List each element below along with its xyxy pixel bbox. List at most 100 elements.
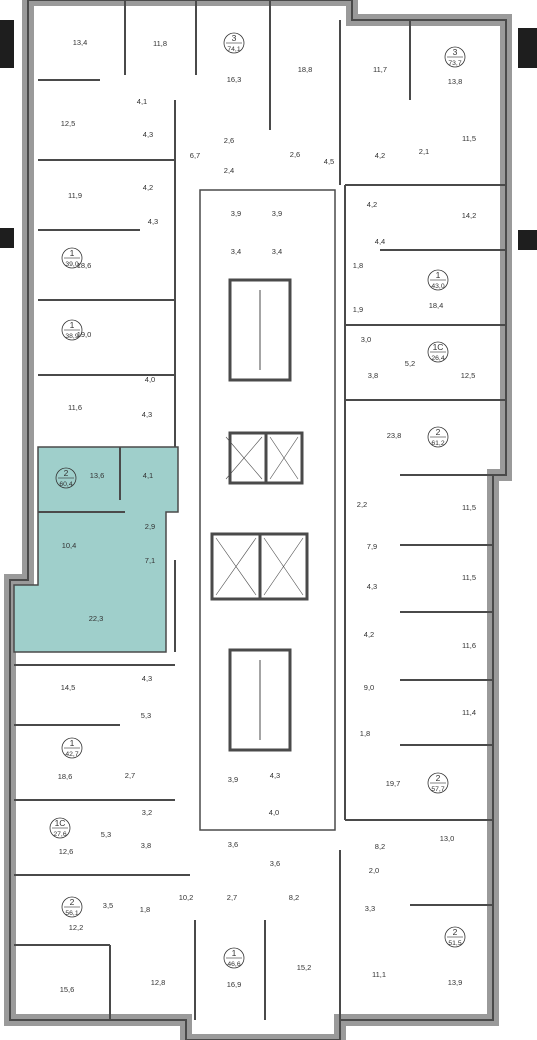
room-area: 15,6	[60, 985, 75, 994]
room-area: 11,5	[462, 503, 476, 512]
room-area: 1,8	[140, 905, 150, 914]
room-area: 3,4	[231, 247, 241, 256]
room-area: 18,6	[58, 772, 73, 781]
room-area: 4,1	[137, 97, 147, 106]
room-area: 3,9	[231, 209, 241, 218]
room-area: 18,6	[77, 261, 92, 270]
apartment-badge[interactable]	[427, 426, 449, 448]
room-area: 1,9	[353, 305, 363, 314]
apartment-badge[interactable]	[427, 269, 449, 291]
room-area: 4,3	[142, 674, 152, 683]
apartment-badge[interactable]	[223, 947, 245, 969]
room-area: 2,6	[224, 136, 234, 145]
room-area: 11,5	[462, 573, 476, 582]
room-area: 11,4	[462, 708, 476, 717]
apartment-total-area: 43,0	[431, 283, 444, 290]
room-area: 1,8	[353, 261, 363, 270]
room-area: 4,3	[142, 410, 152, 419]
apartment-badge[interactable]	[427, 772, 449, 794]
room-area: 4,3	[270, 771, 280, 780]
apartment-badge[interactable]	[444, 46, 466, 68]
apartment-total-area: 74,1	[227, 46, 240, 53]
room-area: 2,2	[357, 500, 367, 509]
apartment-total-area: 73,7	[448, 60, 461, 67]
apartment-badge[interactable]	[61, 896, 83, 918]
room-area: 12,5	[61, 119, 76, 128]
room-area: 3,5	[103, 901, 113, 910]
room-area: 16,3	[227, 75, 242, 84]
apartment-rooms-count: 1С	[55, 818, 66, 828]
room-area: 3,0	[361, 335, 371, 344]
apartment-badge[interactable]	[427, 341, 449, 363]
room-area: 10,4	[62, 541, 77, 550]
apartment-badge[interactable]	[55, 467, 77, 489]
selected-apartment[interactable]	[13, 446, 179, 653]
room-area: 2,7	[125, 771, 135, 780]
room-area: 11,1	[372, 970, 386, 979]
apartment-total-area: 38,9	[65, 333, 78, 340]
apartment-badge[interactable]	[49, 817, 71, 839]
room-area: 2,6	[290, 150, 300, 159]
room-area: 5,2	[405, 359, 415, 368]
apartment-rooms-count: 2	[64, 468, 69, 478]
room-area: 4,2	[364, 630, 374, 639]
room-area: 14,2	[462, 211, 477, 220]
room-area: 3,8	[141, 841, 151, 850]
apartment-rooms-count: 2	[436, 773, 441, 783]
room-area: 3,4	[272, 247, 282, 256]
partition-walls	[14, 0, 506, 1020]
room-area: 4,2	[367, 200, 377, 209]
room-area: 13,0	[440, 834, 455, 843]
room-area: 4,5	[324, 157, 334, 166]
room-area: 11,5	[462, 134, 476, 143]
room-area: 4,1	[143, 471, 153, 480]
room-area: 14,5	[61, 683, 76, 692]
room-area: 2,1	[419, 147, 429, 156]
apartment-badge[interactable]	[61, 737, 83, 759]
room-area: 13,4	[73, 38, 88, 47]
room-area: 19,0	[77, 330, 92, 339]
apartment-rooms-count: 1	[70, 738, 75, 748]
apartment-total-area: 57,7	[431, 786, 444, 793]
room-area: 18,8	[298, 65, 313, 74]
room-area: 12,5	[461, 371, 476, 380]
apartment-rooms-count: 3	[232, 33, 237, 43]
room-area: 4,0	[269, 808, 279, 817]
room-area: 11,7	[373, 65, 387, 74]
apartment-rooms-count: 1С	[433, 342, 444, 352]
room-area: 23,8	[387, 431, 402, 440]
apartment-badge[interactable]	[444, 926, 466, 948]
apartment-rooms-count: 3	[453, 47, 458, 57]
room-area: 4,0	[145, 375, 155, 384]
room-area: 11,9	[68, 191, 82, 200]
apartment-total-area: 26,4	[431, 355, 444, 362]
room-area: 5,3	[141, 711, 151, 720]
room-area: 3,3	[365, 904, 375, 913]
room-area: 8,2	[289, 893, 299, 902]
room-area: 11,8	[153, 39, 167, 48]
apartment-rooms-count: 1	[70, 248, 75, 258]
room-area: 13,9	[448, 978, 463, 987]
room-area: 4,3	[148, 217, 158, 226]
room-area: 3,8	[368, 371, 378, 380]
core	[199, 189, 336, 831]
room-area: 4,3	[367, 582, 377, 591]
room-area: 2,4	[224, 166, 234, 175]
apartment-badge[interactable]	[61, 319, 83, 341]
room-area: 12,6	[59, 847, 74, 856]
room-area: 18,4	[429, 301, 444, 310]
room-area: 1,8	[360, 729, 370, 738]
apartment-total-area: 39,0	[65, 261, 78, 268]
room-area: 3,6	[270, 859, 280, 868]
apartment-total-area: 61,2	[431, 440, 444, 447]
room-area: 19,7	[386, 779, 401, 788]
apartment-total-area: 27,6	[53, 831, 66, 838]
apartment-rooms-count: 1	[436, 270, 441, 280]
apartment-rooms-count: 2	[436, 427, 441, 437]
room-area: 4,4	[375, 237, 385, 246]
apartment-badge[interactable]	[223, 32, 245, 54]
apartment-rooms-count: 1	[232, 948, 237, 958]
apartment-badge[interactable]	[61, 247, 83, 269]
